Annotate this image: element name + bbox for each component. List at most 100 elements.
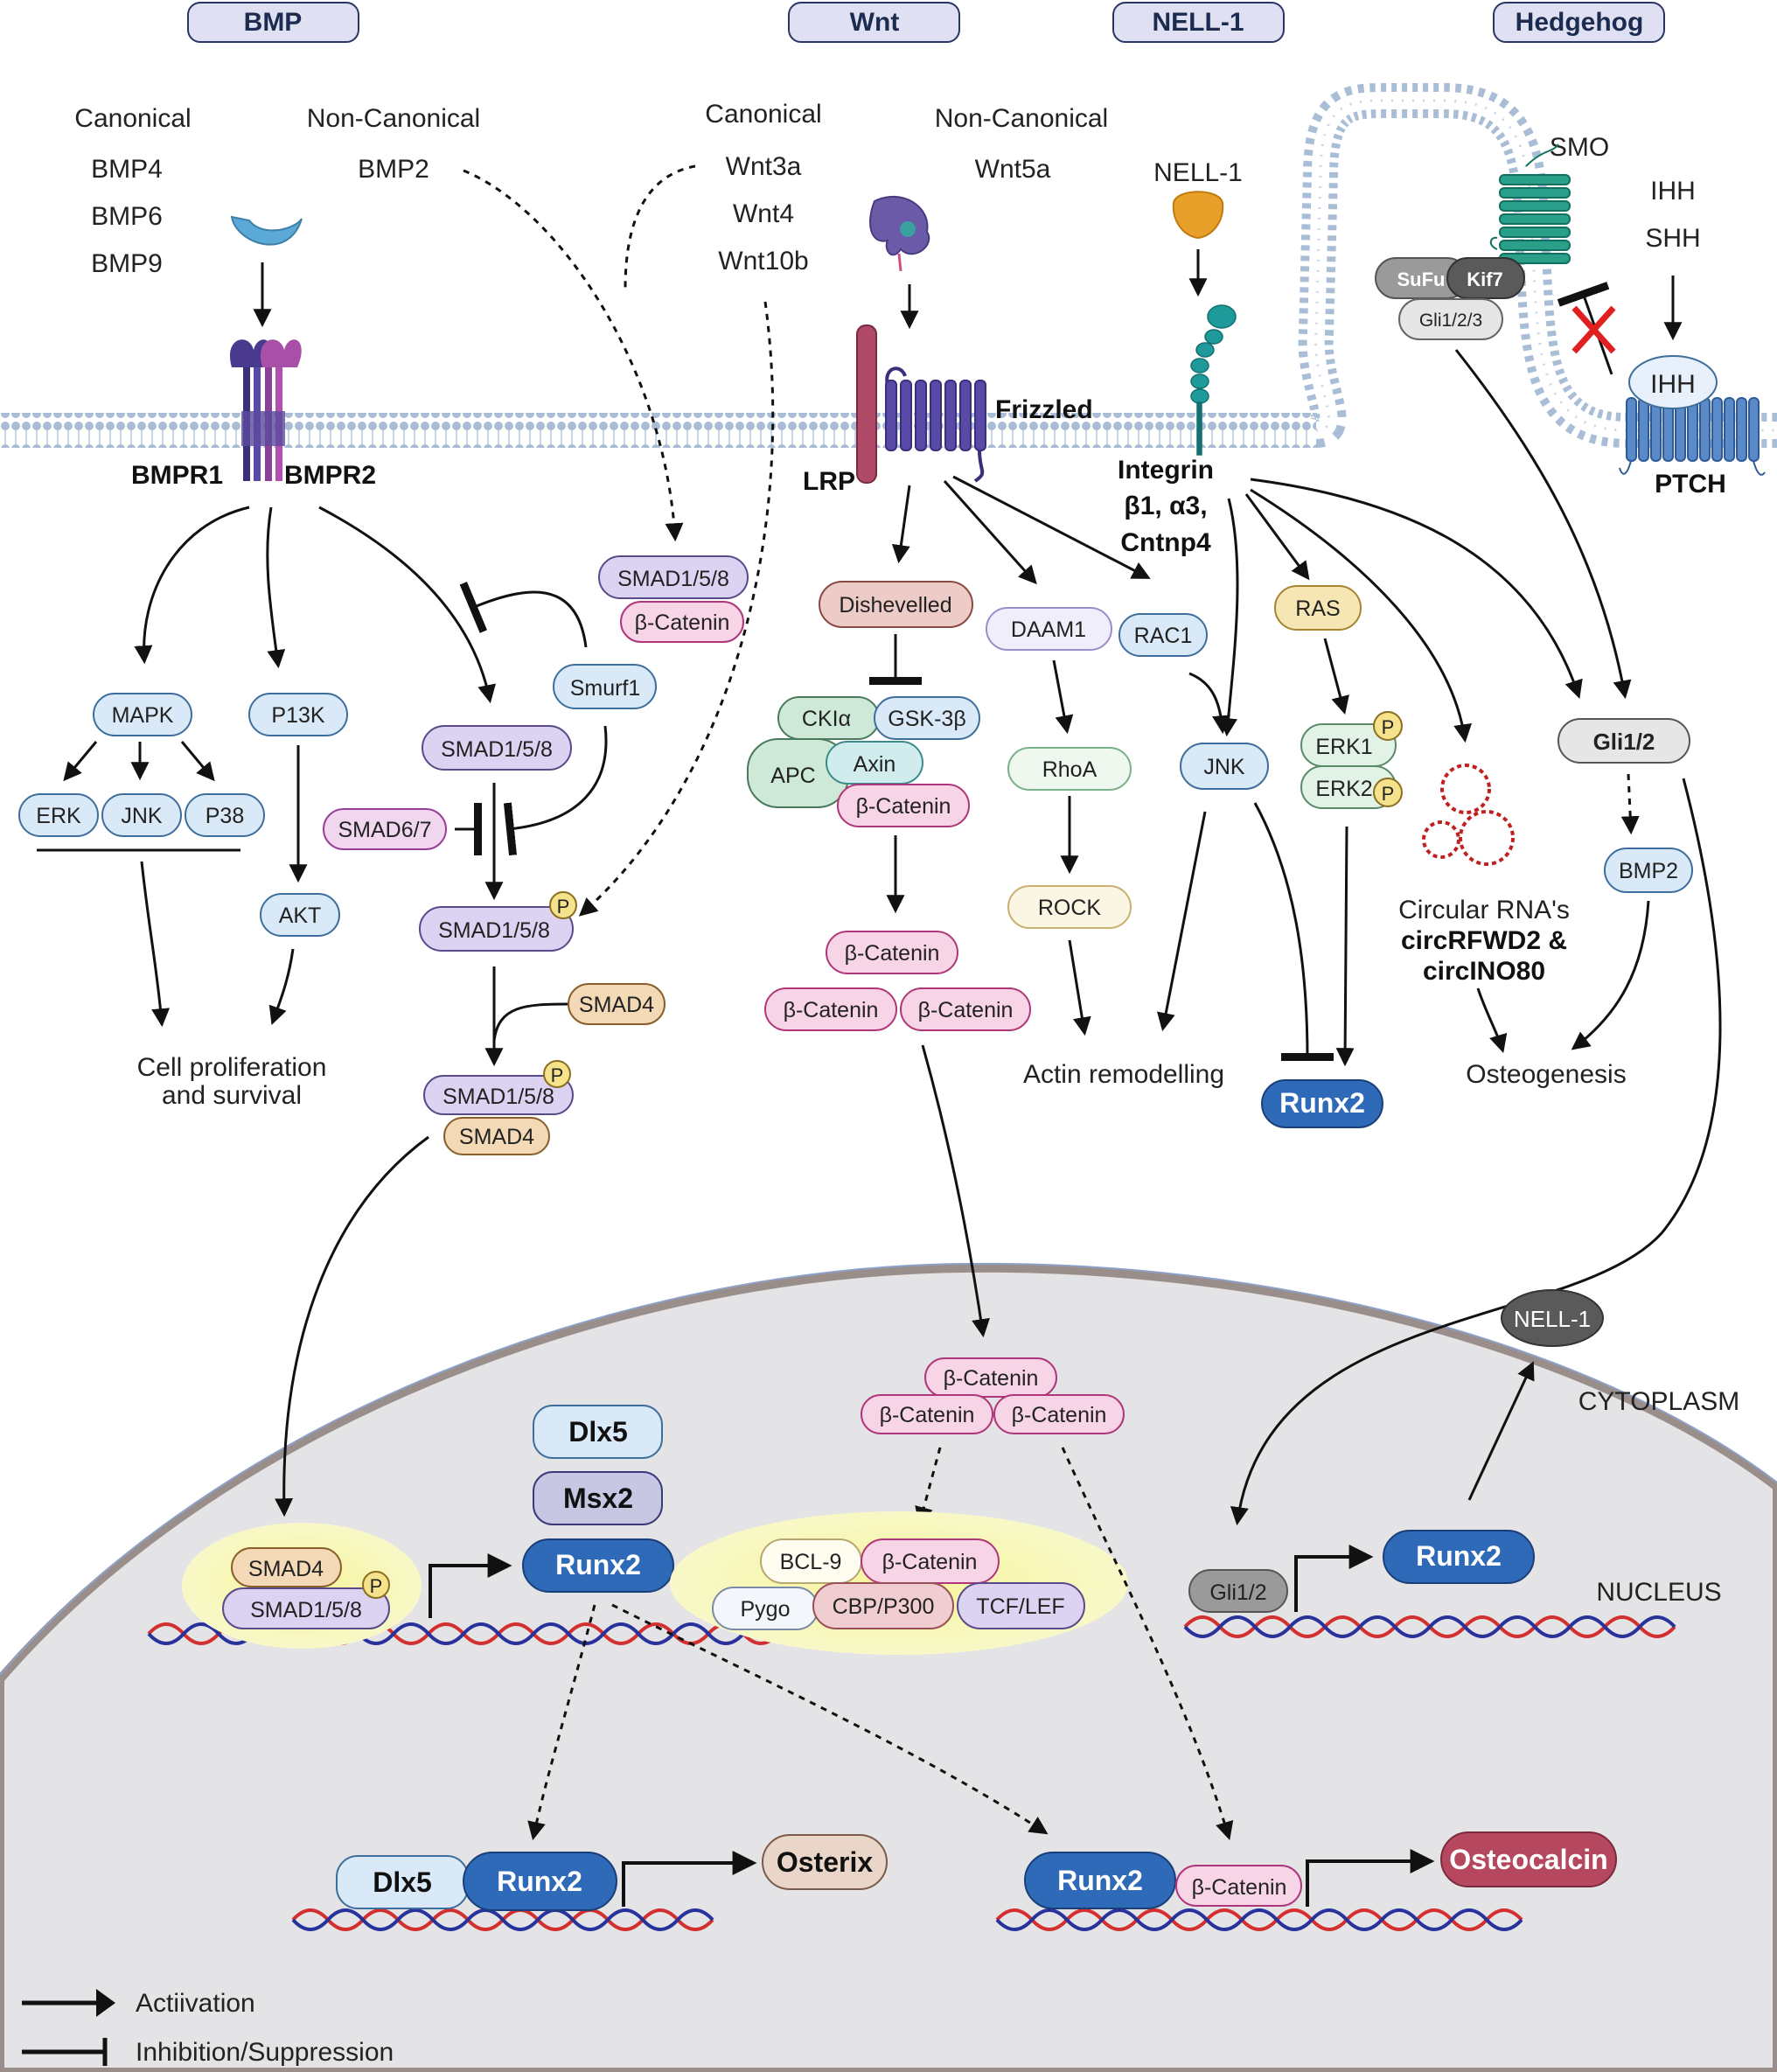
svg-text:P38: P38	[206, 804, 244, 828]
bmp-receptor-icon	[229, 339, 302, 481]
osterix-promoter-complex: Dlx5 Runx2	[336, 1852, 617, 1911]
header-hedgehog: Hedgehog	[1493, 2, 1665, 43]
svg-text:β-Catenin: β-Catenin	[1192, 1875, 1287, 1900]
runx2-node-cyto: Runx2	[1261, 1079, 1383, 1128]
svg-text:β-Catenin: β-Catenin	[944, 1366, 1039, 1391]
svg-text:Runx2: Runx2	[497, 1866, 582, 1897]
legend: Actiivation Inhibition/Suppression	[22, 1989, 394, 2067]
p13k-node: P13K	[248, 693, 348, 736]
wnt10b-label: Wnt10b	[718, 247, 808, 276]
svg-text:BMP2: BMP2	[1619, 859, 1678, 883]
erk-node: ERK	[18, 793, 99, 837]
svg-text:Runx2: Runx2	[555, 1549, 641, 1580]
msx2-node: Msx2	[533, 1471, 663, 1525]
osteocalcin-promoter-complex: Runx2 β-Catenin	[1024, 1852, 1302, 1909]
smad158-phospho-node: SMAD1/5/8 P	[419, 891, 577, 952]
svg-text:Osteocalcin: Osteocalcin	[1449, 1844, 1607, 1875]
integrin-receptor-icon	[1190, 304, 1237, 456]
nell1-ligand-icon	[1172, 191, 1224, 240]
svg-text:Runx2: Runx2	[1416, 1540, 1502, 1572]
nell1-ligand-label: NELL-1	[1153, 158, 1243, 187]
svg-text:Axin: Axin	[854, 752, 896, 777]
svg-text:SuFu: SuFu	[1397, 269, 1446, 290]
wnt-ligand-icon	[869, 196, 930, 256]
header-hedgehog-label: Hedgehog	[1516, 8, 1644, 37]
svg-text:IHH: IHH	[1650, 370, 1696, 399]
svg-text:β-Catenin: β-Catenin	[784, 998, 879, 1022]
svg-text:ROCK: ROCK	[1038, 896, 1102, 920]
rac1-node: RAC1	[1118, 613, 1208, 657]
svg-text:SMAD1/5/8: SMAD1/5/8	[443, 1085, 554, 1109]
nucleus-envelope	[0, 1263, 1777, 2072]
svg-text:SMAD4: SMAD4	[459, 1125, 534, 1149]
daam1-node: DAAM1	[986, 607, 1112, 651]
svg-text:SMAD6/7: SMAD6/7	[338, 818, 432, 842]
runx2-node-nucleus-1: Runx2	[522, 1538, 674, 1593]
osteogenesis-label: Osteogenesis	[1466, 1060, 1626, 1089]
header-nell: NELL-1	[1112, 2, 1285, 43]
dlx5-node-nucleus: Dlx5	[533, 1405, 663, 1459]
osterix-node: Osterix	[762, 1834, 888, 1890]
svg-text:β-Catenin: β-Catenin	[918, 998, 1014, 1022]
smad67-node: SMAD6/7	[323, 808, 447, 850]
destruction-complex: APC CKIα GSK-3β Axin β-Catenin	[747, 696, 980, 827]
osteocalcin-node: Osteocalcin	[1440, 1831, 1617, 1887]
svg-text:Runx2: Runx2	[1057, 1865, 1143, 1896]
svg-text:AKT: AKT	[279, 903, 322, 928]
ras-node: RAS	[1274, 585, 1362, 631]
svg-text:Runx2: Runx2	[1279, 1087, 1365, 1119]
svg-text:P13K: P13K	[271, 703, 324, 728]
svg-text:SMAD1/5/8: SMAD1/5/8	[250, 1598, 362, 1622]
svg-text:SMAD4: SMAD4	[248, 1557, 324, 1581]
svg-text:SMAD1/5/8: SMAD1/5/8	[617, 567, 729, 591]
p38-node: P38	[185, 793, 265, 837]
svg-text:Gli1/2: Gli1/2	[1593, 729, 1655, 755]
wnt3a-label: Wnt3a	[726, 152, 802, 181]
svg-text:JNK: JNK	[121, 804, 163, 828]
svg-text:RAC1: RAC1	[1134, 624, 1193, 648]
svg-text:β-Catenin: β-Catenin	[1012, 1403, 1107, 1427]
svg-text:MAPK: MAPK	[112, 703, 174, 728]
smad4-node: SMAD4	[568, 983, 666, 1025]
integrin-label: Integrin	[1118, 456, 1214, 485]
svg-text:JNK: JNK	[1203, 755, 1245, 779]
frizzled-receptor-icon	[885, 366, 986, 483]
bmpr1-label: BMPR1	[131, 461, 223, 490]
nucleus-label: NUCLEUS	[1596, 1578, 1721, 1607]
svg-text:ERK1: ERK1	[1315, 735, 1372, 759]
legend-activation-label: Actiivation	[136, 1989, 255, 2018]
svg-text:β-Catenin: β-Catenin	[856, 794, 951, 819]
dna-strand-3	[291, 1908, 714, 1931]
svg-text:Gli1/2: Gli1/2	[1209, 1580, 1266, 1605]
integrin-subunits-label: β1, α3,	[1124, 492, 1207, 520]
cell-survival-label: and survival	[162, 1081, 302, 1110]
smad-bcat-complex-node: SMAD1/5/8 β-Catenin	[598, 555, 749, 643]
svg-text:Pygo: Pygo	[741, 1597, 791, 1622]
shh-label: SHH	[1645, 224, 1700, 253]
wnt-noncanonical-label: Non-Canonical	[935, 104, 1108, 133]
svg-text:SMAD1/5/8: SMAD1/5/8	[438, 918, 550, 943]
cytoplasm-label: CYTOPLASM	[1578, 1387, 1740, 1416]
jnk-node-bmp: JNK	[101, 793, 182, 837]
svg-text:RhoA: RhoA	[1042, 757, 1098, 782]
bmp-noncanonical-label: Non-Canonical	[307, 104, 480, 133]
svg-text:P: P	[1382, 783, 1395, 805]
mapk-node: MAPK	[93, 693, 192, 736]
smad-promoter-complex: SMAD4 SMAD1/5/8 P	[222, 1547, 390, 1629]
header-wnt-label: Wnt	[850, 8, 900, 37]
rhoa-node: RhoA	[1007, 747, 1132, 791]
ihh-bound-node: IHH	[1628, 355, 1718, 409]
dishevelled-node: Dishevelled	[819, 581, 973, 628]
gli12-node-nucleus: Gli1/2	[1188, 1569, 1288, 1613]
lrp-receptor-icon	[856, 324, 877, 484]
svg-text:TCF/LEF: TCF/LEF	[976, 1594, 1064, 1619]
lrp-label: LRP	[803, 467, 855, 496]
smad-complex-node: SMAD1/5/8 P SMAD4	[423, 1060, 574, 1155]
ihh-label: IHH	[1650, 177, 1696, 206]
svg-text:Dishevelled: Dishevelled	[839, 593, 951, 617]
svg-text:Msx2: Msx2	[563, 1482, 633, 1514]
svg-text:SMAD1/5/8: SMAD1/5/8	[441, 737, 553, 762]
smo-receptor-icon	[1489, 143, 1571, 264]
frizzled-label: Frizzled	[995, 395, 1093, 424]
